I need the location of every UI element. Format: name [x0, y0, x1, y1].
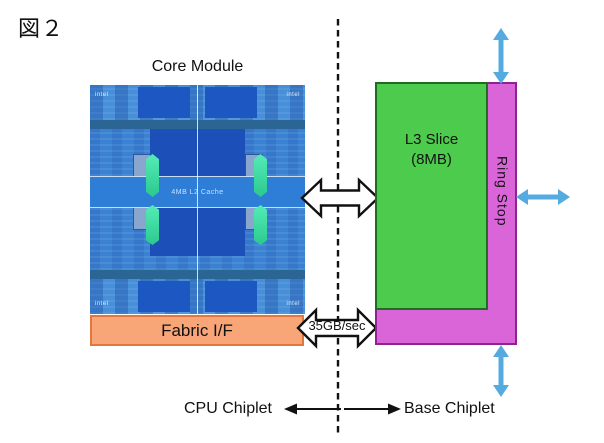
right-arrow-icon	[344, 403, 401, 415]
die-center-line	[197, 85, 198, 314]
ring-bus-arrow-icon	[493, 28, 509, 84]
bidirectional-arrow-icon	[300, 177, 380, 219]
bandwidth-label: 35GB/sec	[308, 318, 366, 333]
die-block	[205, 281, 257, 312]
intel-logo: intel	[286, 92, 300, 98]
base-chiplet-label: Base Chiplet	[404, 400, 495, 417]
intel-logo: intel	[95, 301, 109, 307]
intel-logo: intel	[286, 301, 300, 307]
left-arrow-icon	[284, 403, 341, 415]
core-module-die-image: 4MB L2 Cache intel intel intel intel	[90, 85, 305, 314]
core-module-title: Core Module	[151, 58, 244, 75]
intel-logo: intel	[95, 92, 109, 98]
l2-link-arrow-icon	[146, 154, 159, 197]
fabric-interface-box: Fabric I/F	[90, 315, 304, 346]
ring-stop-label: Ring Stop	[494, 156, 511, 227]
chiplet-boundary-divider	[336, 19, 340, 434]
cpu-chiplet-label: CPU Chiplet	[183, 400, 272, 417]
figure-number-label: 図２	[18, 16, 65, 41]
l3-slice-label: L3 Slice	[404, 131, 459, 148]
ring-bus-arrow-icon	[493, 345, 509, 397]
fabric-interface-label: Fabric I/F	[161, 320, 233, 340]
l3-slice-size-label: (8MB)	[411, 151, 452, 169]
die-block	[138, 87, 190, 118]
ring-bus-arrow-icon	[516, 189, 570, 205]
l2-link-arrow-icon	[254, 154, 267, 197]
die-block	[138, 281, 190, 312]
l3-slice-box: L3 Slice (8MB)	[375, 82, 488, 310]
die-block	[205, 87, 257, 118]
l2-link-arrow-icon	[146, 205, 159, 245]
l2-link-arrow-icon	[254, 205, 267, 245]
